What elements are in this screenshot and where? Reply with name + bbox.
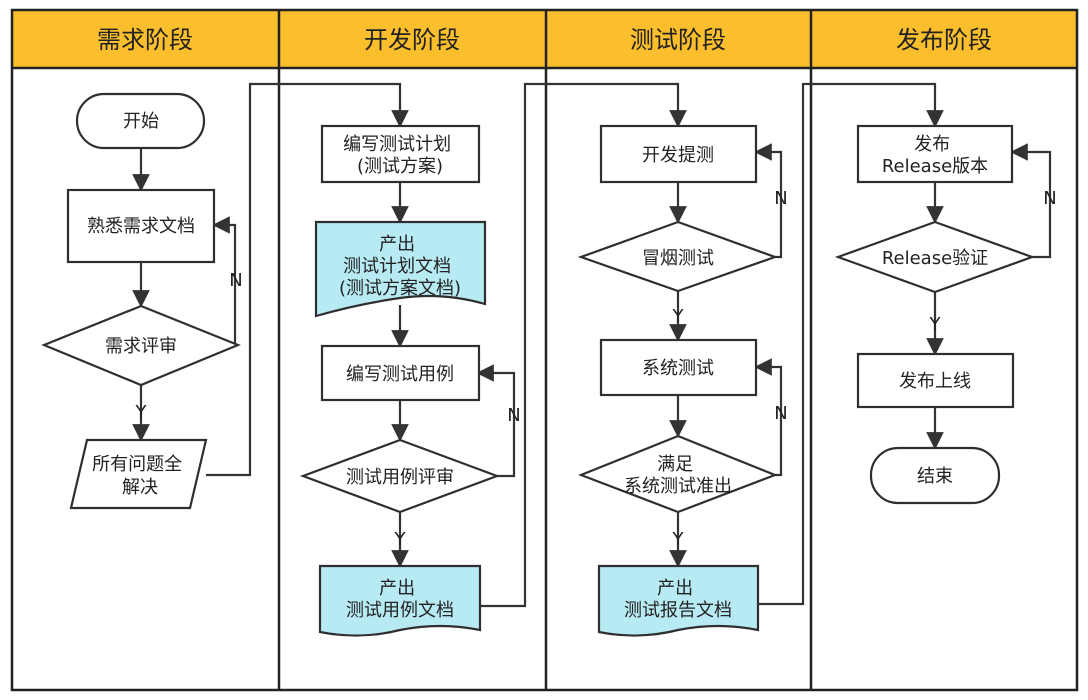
node-submit-test: [599, 124, 758, 184]
lane-header-testing: [546, 10, 811, 68]
label-no-criteria: N: [774, 403, 787, 424]
edge-labels: N Y N Y N Y N Y N Y: [135, 188, 1057, 550]
node-release-verify: [834, 220, 1036, 294]
node-req-review: [41, 304, 241, 387]
label-yes-criteria: Y: [672, 529, 685, 550]
node-case-doc: [318, 564, 482, 637]
connectors: [132, 82, 1052, 608]
lane-header-release: [811, 10, 1077, 68]
node-smoke-test: [577, 220, 779, 293]
node-write-cases: [320, 344, 481, 402]
label-end: 结束: [917, 466, 953, 487]
node-end: [869, 446, 1001, 505]
label-yes-smoke: Y: [672, 306, 685, 327]
label-write-plan: 编写测试计划 (测试方案): [343, 134, 457, 177]
edge-casedoc-submit: [480, 82, 687, 608]
label-plan-doc: 产出 测试计划文档 (测试方案文档): [339, 234, 461, 299]
lane-title-requirements: 需求阶段: [97, 26, 193, 54]
label-no-smoke: N: [774, 188, 787, 209]
lane-header-development: [279, 10, 546, 68]
label-start: 开始: [123, 111, 159, 132]
label-case-doc: 产出 测试用例文档: [346, 578, 454, 621]
label-system-test: 系统测试: [642, 358, 714, 379]
label-go-live: 发布上线: [899, 371, 971, 392]
label-familiarize: 熟悉需求文档: [87, 216, 195, 237]
lane-title-release: 发布阶段: [896, 26, 992, 54]
node-start: [75, 92, 206, 150]
node-labels: 开始 熟悉需求文档 需求评审 所有问题全 解决 编写测试计划 (测试方案) 产出…: [87, 111, 988, 621]
label-yes-req-review: Y: [135, 402, 148, 423]
edge-resolved-writeplan: [206, 82, 409, 477]
edge-casereview-writecases-no: [476, 364, 516, 478]
label-all-resolved: 所有问题全 解决: [92, 454, 188, 498]
label-submit-test: 开发提测: [642, 145, 714, 166]
label-release: 发布 Release版本: [882, 134, 988, 177]
node-plan-doc: [314, 220, 487, 318]
label-no-case-review: N: [507, 405, 520, 426]
label-smoke-test: 冒烟测试: [642, 248, 714, 269]
lane-frames: [10, 8, 1079, 692]
node-write-plan: [320, 124, 481, 184]
node-familiarize: [66, 188, 216, 264]
label-req-review: 需求评审: [105, 336, 177, 357]
node-system-test: [599, 338, 758, 397]
node-case-review: [299, 438, 501, 514]
lane-title-development: 开发阶段: [364, 26, 460, 54]
edge-criteria-system-no: [754, 358, 783, 477]
node-release: [856, 124, 1014, 184]
edge-verify-release-no: [1010, 143, 1052, 259]
lane-headers: 需求阶段 开发阶段 测试阶段 发布阶段: [12, 10, 1077, 68]
label-yes-case-review: Y: [394, 529, 407, 550]
label-yes-verify: Y: [929, 314, 942, 335]
node-go-live: [856, 352, 1015, 409]
label-write-cases: 编写测试用例: [346, 364, 454, 385]
node-report-doc: [597, 564, 760, 637]
lane-header-requirements: [12, 10, 279, 68]
label-case-review: 测试用例评审: [346, 467, 454, 488]
node-all-resolved: [69, 438, 208, 510]
label-no-verify: N: [1043, 188, 1056, 209]
label-release-verify: Release验证: [882, 248, 988, 269]
label-report-doc: 产出 测试报告文档: [624, 578, 732, 621]
outer-frame: [10, 8, 1079, 692]
edge-report-release: [758, 82, 944, 606]
lane-title-testing: 测试阶段: [630, 26, 726, 54]
label-no-req-review: N: [229, 270, 242, 291]
shapes: [41, 92, 1036, 637]
node-exit-criteria: [577, 434, 779, 514]
label-exit-criteria: 满足 系统测试准出: [624, 454, 732, 497]
